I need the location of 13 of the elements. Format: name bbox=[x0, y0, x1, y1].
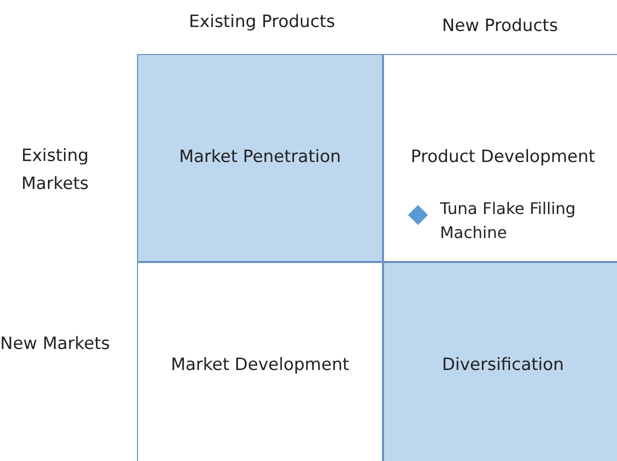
row-header: New Markets bbox=[0, 333, 110, 356]
column-header: New Products bbox=[441, 16, 559, 36]
bullet-text: Tuna Flake Filling Machine bbox=[440, 198, 577, 244]
column-header: Existing Products bbox=[188, 12, 336, 32]
quadrant-title: Product Development bbox=[410, 147, 596, 167]
quadrant-title: Market Development bbox=[170, 355, 350, 375]
row-header: Existing Markets bbox=[20, 145, 90, 196]
quadrant-box bbox=[137, 54, 383, 262]
quadrant-title: Diversification bbox=[441, 355, 565, 375]
quadrant-title: Market Penetration bbox=[178, 147, 342, 167]
quadrant-box bbox=[137, 262, 383, 461]
quadrant-box bbox=[383, 262, 617, 461]
quadrant-box bbox=[383, 54, 617, 262]
